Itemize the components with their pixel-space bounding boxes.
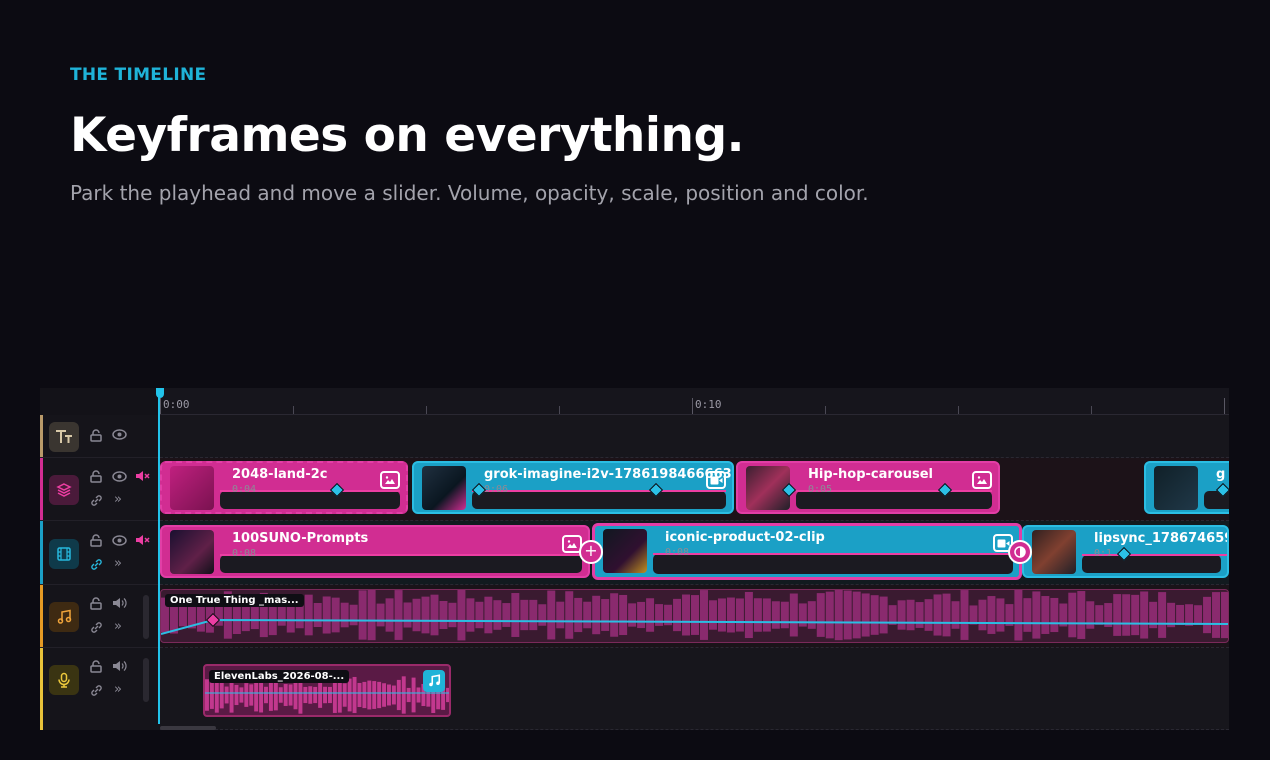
music-clip[interactable]: One True Thing _mas... [160, 589, 1229, 643]
clip-duration: 0:1 [1094, 548, 1113, 559]
mute-icon[interactable] [135, 470, 150, 486]
link-icon[interactable] [90, 684, 103, 701]
lock-icon[interactable] [90, 660, 102, 677]
ruler-label-10: 0:10 [695, 398, 722, 411]
clip-title: Hip-hop-carousel [808, 467, 934, 482]
volume-icon[interactable] [112, 660, 127, 676]
track-header-overlay: » [40, 458, 159, 521]
video-icon [706, 471, 726, 489]
track-headers: » » [40, 415, 160, 730]
lock-icon[interactable] [90, 534, 102, 551]
track-header-video: » [40, 521, 159, 585]
clip-thumbnail [170, 530, 214, 574]
music-clip-label: One True Thing _mas... [165, 594, 304, 607]
music-note-icon [423, 670, 445, 692]
clip-title: lipsync_17867465909 [1094, 531, 1227, 546]
link-icon[interactable] [90, 558, 103, 575]
lane-text[interactable] [160, 415, 1229, 458]
track-header-text [40, 415, 159, 458]
microphone-icon[interactable] [49, 665, 79, 695]
clip-thumbnail [422, 466, 466, 510]
section-eyebrow: THE TIMELINE [70, 65, 207, 85]
voice-clip-label: ElevenLabs_2026-08-... [209, 670, 350, 683]
eye-icon[interactable] [112, 471, 127, 486]
overlay-clip[interactable]: 2048-land-2c 0:04 [160, 461, 408, 514]
volume-icon[interactable] [112, 597, 127, 613]
eye-icon[interactable] [112, 429, 127, 444]
clip-duration: 0:08 [232, 548, 257, 559]
image-icon [380, 471, 400, 489]
clip-title: 100SUNO-Prompts [232, 531, 369, 546]
playhead[interactable] [158, 388, 160, 724]
clip-duration: 0:08 [665, 547, 690, 558]
track-header-voice: » [40, 648, 159, 730]
ruler-label-0: 0:00 [163, 398, 190, 411]
overlay-clip[interactable]: grok-imagine-i2v-1786198466663 0:06 [412, 461, 734, 514]
transition-icon[interactable] [1008, 540, 1032, 564]
video-clip[interactable]: lipsync_17867465909 0:1 [1022, 525, 1229, 578]
timeline-panel: 0:00 0:10 [40, 388, 1229, 730]
section-subtitle: Park the playhead and move a slider. Vol… [70, 181, 869, 205]
chevron-double-right-icon[interactable]: » [114, 556, 122, 571]
horizontal-scrollbar[interactable] [160, 726, 216, 730]
link-icon[interactable] [90, 621, 103, 638]
clip-thumbnail [170, 466, 214, 510]
clip-thumbnail [603, 529, 647, 573]
link-icon[interactable] [90, 494, 103, 511]
video-clip[interactable]: iconic-product-02-clip 0:08 [592, 523, 1022, 580]
film-icon[interactable] [49, 539, 79, 569]
clip-thumbnail [1154, 466, 1198, 510]
clip-title: iconic-product-02-clip [665, 530, 825, 545]
video-clip[interactable]: 100SUNO-Prompts 0:08 [160, 525, 590, 578]
music-icon[interactable] [49, 602, 79, 632]
clip-title: g [1216, 467, 1226, 482]
layers-icon[interactable] [49, 475, 79, 505]
clip-title: grok-imagine-i2v-1786198466663 [484, 467, 732, 482]
chevron-double-right-icon[interactable]: » [114, 492, 122, 507]
section-title: Keyframes on everything. [70, 108, 744, 163]
track-header-music: » [40, 585, 159, 648]
voice-clip[interactable]: ElevenLabs_2026-08-... [203, 664, 451, 717]
clip-thumbnail [1032, 530, 1076, 574]
eye-icon[interactable] [112, 535, 127, 550]
track-lanes: 2048-land-2c 0:04 grok-imagine-i2v-17861… [160, 415, 1229, 730]
playhead-handle[interactable] [156, 388, 164, 398]
clip-title: 2048-land-2c [232, 467, 328, 482]
image-icon [972, 471, 992, 489]
lock-icon[interactable] [90, 597, 102, 614]
music-waveform [161, 590, 1228, 641]
clip-duration: 0:06 [484, 484, 509, 495]
chevron-double-right-icon[interactable]: » [114, 682, 122, 697]
clip-duration: 0:04 [232, 484, 257, 495]
overlay-clip[interactable]: Hip-hop-carousel 0:05 [736, 461, 1000, 514]
time-ruler[interactable]: 0:00 0:10 [160, 388, 1229, 415]
lock-icon[interactable] [90, 429, 102, 446]
mute-icon[interactable] [135, 534, 150, 550]
music-volume-slider[interactable] [143, 595, 149, 639]
voice-volume-slider[interactable] [143, 658, 149, 702]
voice-waveform [205, 676, 449, 714]
lock-icon[interactable] [90, 470, 102, 487]
overlay-clip[interactable]: g [1144, 461, 1229, 514]
clip-duration: 0:05 [808, 484, 833, 495]
chevron-double-right-icon[interactable]: » [114, 619, 122, 634]
add-transition-button[interactable]: + [579, 540, 603, 564]
text-icon[interactable] [49, 422, 79, 452]
